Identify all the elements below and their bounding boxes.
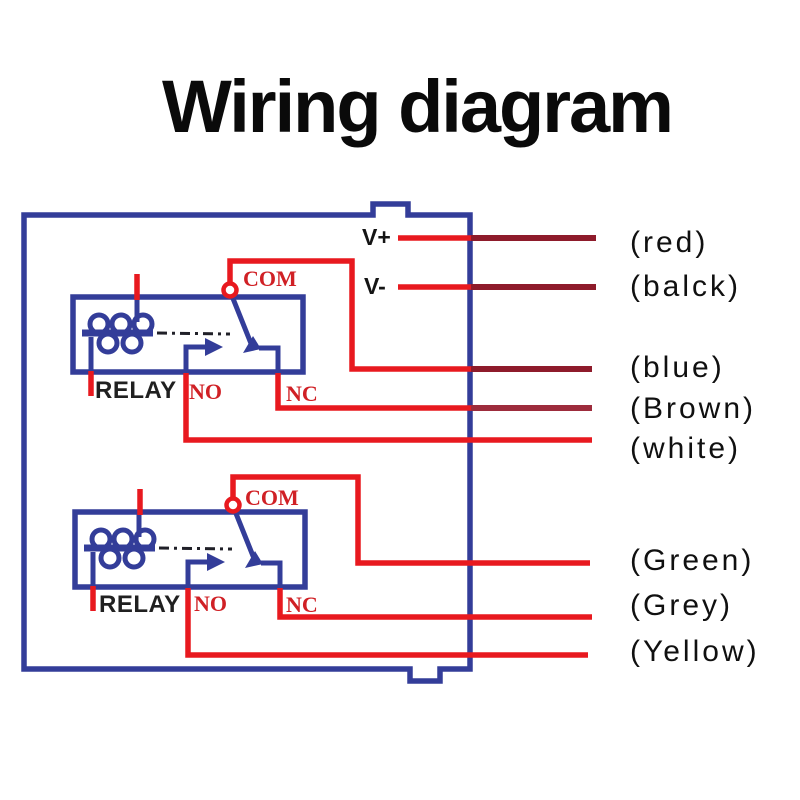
relay2-coil-icon xyxy=(84,527,157,570)
relay2-no-label: NO xyxy=(194,591,227,616)
relay1-no-contact xyxy=(183,344,207,372)
relay2-no-contact xyxy=(185,559,209,587)
v-minus-label: V- xyxy=(364,273,386,299)
wire-label-white: (white) xyxy=(630,432,742,465)
relay1-no-label: NO xyxy=(189,379,222,404)
wire-label-green: (Green) xyxy=(630,544,755,577)
relay2-nc-label: NC xyxy=(286,592,318,617)
relay2-com-terminal-icon xyxy=(224,496,242,514)
wire-yellow-lead xyxy=(185,588,588,658)
relay1-name-label: RELAY xyxy=(95,377,177,404)
relay2-symbol xyxy=(72,509,308,590)
relay2-nc-contact xyxy=(261,560,283,587)
relay1-nc-contact xyxy=(259,345,281,372)
relay2-name-label: RELAY xyxy=(99,591,181,618)
wire-label-grey: (Grey) xyxy=(630,589,733,622)
relay1-actuator-link xyxy=(156,331,231,336)
relay1-no-arrow-icon xyxy=(205,338,223,356)
controller-box-outline xyxy=(21,201,473,684)
wire-label-black: (balck) xyxy=(630,270,742,303)
relay1-switch-arm xyxy=(229,295,255,347)
relay1-com-terminal-icon xyxy=(221,281,239,299)
relay1-com-label: COM xyxy=(243,266,297,291)
wire-white-lead xyxy=(183,373,592,443)
relay2-com-label: COM xyxy=(245,485,299,510)
wire-green-lead xyxy=(230,474,590,566)
page-title: Wiring diagram xyxy=(162,65,674,148)
relay2-no-arrow-icon xyxy=(207,553,225,571)
wire-relay1-com-inside xyxy=(227,258,471,372)
wire-label-blue: (blue) xyxy=(630,351,725,384)
relay2-actuator-link xyxy=(158,546,233,551)
relay1-symbol xyxy=(70,294,306,375)
wire-label-yellow: (Yellow) xyxy=(630,635,760,668)
wire-grey-lead xyxy=(277,588,592,620)
relay1-coil-icon xyxy=(82,312,155,355)
wire-relay1-nc-inside xyxy=(275,373,471,411)
relay1-nc-label: NC xyxy=(286,381,318,406)
wire-label-brown: (Brown) xyxy=(630,392,757,425)
wire-label-red: (red) xyxy=(630,226,709,259)
wiring xyxy=(88,235,596,658)
relay2-switch-arm xyxy=(232,510,258,562)
v-plus-label: V+ xyxy=(362,224,391,250)
